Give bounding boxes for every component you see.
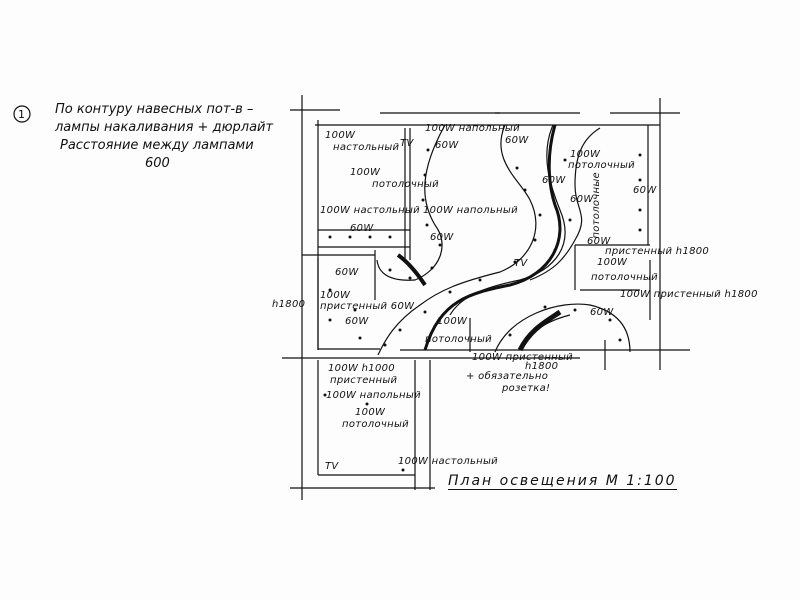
lamp-dots [323, 148, 642, 472]
lamp-label: настольный [333, 142, 400, 153]
lamp-label: пристенный h1800 [605, 246, 710, 257]
height-label: h1800 [272, 299, 306, 310]
lamp-label: 100W напольный [423, 205, 518, 216]
note-line-1: По контуру навесных пот-в – [55, 102, 254, 117]
lamp-label: 60W [542, 175, 566, 186]
lamp-label: 100W пристенный h1800 [620, 289, 758, 300]
lamp-label: 60W [435, 140, 459, 151]
lamp-label: 100W [350, 167, 381, 178]
lamp-label: 100W [597, 257, 628, 268]
lamp-label: пристенный 60W [320, 301, 415, 312]
lamp-label: 100W настольный [398, 456, 498, 467]
lamp-label: 60W [430, 232, 454, 243]
lamp-label: 100W [437, 316, 468, 327]
ceiling-contours [376, 124, 631, 356]
height-label: h1800 [525, 361, 559, 372]
lamp-label: потолочные [591, 172, 602, 239]
lamp-label: 100W [355, 407, 386, 418]
lamp-label: 60W [335, 267, 359, 278]
note-line-4: 600 [145, 156, 170, 171]
note-number-circle [13, 105, 31, 123]
lamp-label: 100W пристенный [472, 352, 573, 363]
lamp-label: потолочный [342, 419, 409, 430]
lamp-label: 100W [570, 149, 601, 160]
lamp-label: потолочный [372, 179, 439, 190]
note-line-2: лампы накаливания + дюрлайт [55, 120, 274, 135]
note-line-3: Расстояние между лампами [60, 138, 254, 153]
lamp-label: потолочный [591, 272, 658, 283]
lamp-label: 60W [590, 307, 614, 318]
note-socket: + обязательно [466, 371, 549, 382]
lamp-label: 100W напольный [425, 123, 520, 134]
tv-label: TV [325, 461, 339, 472]
note-number: 1 [18, 108, 25, 121]
lamp-label: 100W настольный [320, 205, 420, 216]
note-socket: розетка! [502, 383, 551, 394]
walls [282, 95, 690, 500]
lamp-label: 100W [325, 130, 356, 141]
lamp-label: 100W [320, 290, 351, 301]
lamp-label: 60W [633, 185, 657, 196]
lamp-label: потолочный [425, 334, 492, 345]
tv-label: TV [400, 138, 414, 149]
lamp-label: пристенный [330, 375, 398, 386]
drawing-title: План освещения М 1:100 [448, 473, 677, 490]
lamp-label: 60W [350, 223, 374, 234]
lamp-label: 60W [505, 135, 529, 146]
lamp-label: 100W напольный [326, 390, 421, 401]
lamp-label: 60W [570, 194, 594, 205]
tv-label: TV [514, 258, 528, 269]
lamp-label: 100W h1000 [328, 363, 395, 374]
lamp-label: 60W [587, 236, 611, 247]
lamp-label: потолочный [568, 160, 635, 171]
lamp-label: 60W [345, 316, 369, 327]
